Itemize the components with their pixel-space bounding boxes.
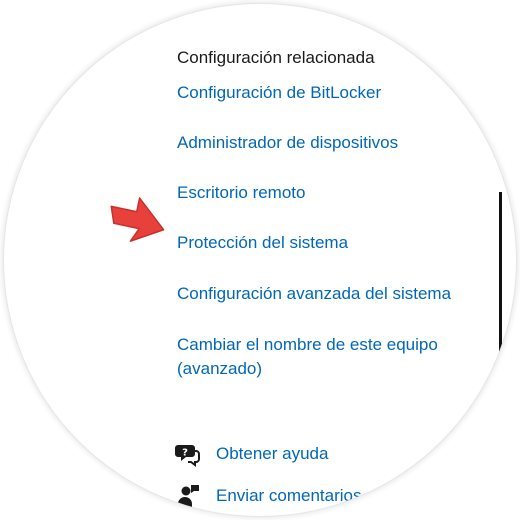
send-feedback-label: Enviar comentarios [216, 486, 362, 505]
help-chat-icon: ? [174, 440, 202, 468]
link-system-protection[interactable]: Protección del sistema [177, 233, 349, 252]
get-help-row[interactable]: ? Obtener ayuda [174, 440, 328, 468]
link-remote-desktop[interactable]: Escritorio remoto [177, 183, 306, 202]
window-edge [499, 192, 502, 442]
link-rename-pc[interactable]: Cambiar el nombre de este equipo (avanza… [177, 335, 438, 378]
svg-text:?: ? [182, 448, 188, 459]
send-feedback-row[interactable]: Enviar comentarios [174, 482, 362, 510]
red-arrow-icon [110, 197, 165, 242]
section-title: Configuración relacionada [177, 48, 375, 67]
link-advanced-system-settings[interactable]: Configuración avanzada del sistema [177, 284, 452, 303]
get-help-label: Obtener ayuda [216, 444, 329, 463]
settings-related-panel: Configuración relacionada Configuración … [4, 4, 516, 516]
link-device-manager[interactable]: Administrador de dispositivos [177, 133, 399, 152]
feedback-person-icon [174, 482, 202, 510]
circular-crop: Configuración relacionada Configuración … [4, 4, 516, 516]
link-bitlocker[interactable]: Configuración de BitLocker [177, 83, 382, 102]
